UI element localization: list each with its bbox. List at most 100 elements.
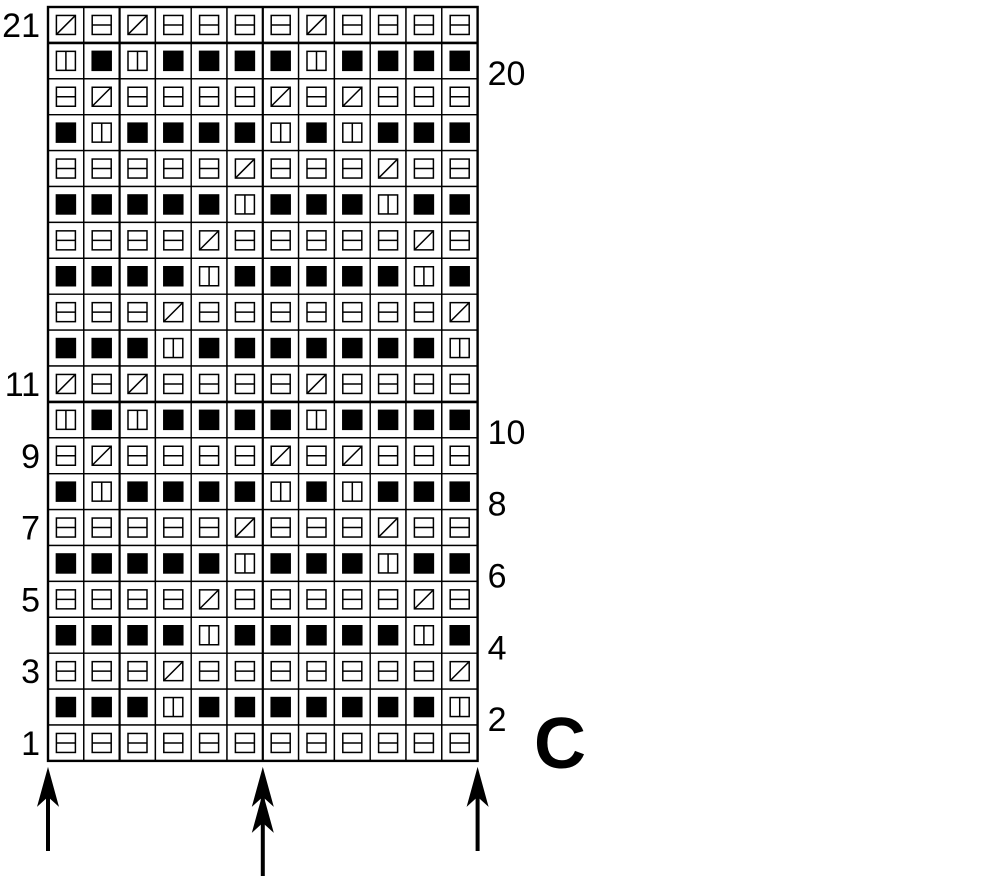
- horizontal-bar-symbol: [441, 437, 479, 475]
- horizontal-bar-symbol: [118, 293, 157, 331]
- solid-black-symbol: [154, 113, 192, 152]
- solid-black-symbol: [118, 257, 157, 295]
- horizontal-bar-symbol: [441, 221, 479, 259]
- horizontal-bar-symbol: [262, 652, 300, 690]
- left-row-label: 1: [21, 725, 40, 763]
- diagonal-symbol: [333, 78, 371, 116]
- solid-black-symbol: [226, 401, 264, 439]
- horizontal-bar-symbol: [297, 221, 336, 259]
- solid-black-symbol: [405, 329, 443, 367]
- solid-black-symbol: [154, 185, 192, 224]
- solid-black-symbol: [47, 257, 85, 295]
- solid-black-symbol: [333, 329, 371, 367]
- left-row-label: 7: [21, 510, 40, 548]
- solid-black-symbol: [118, 329, 157, 367]
- solid-black-symbol: [83, 42, 121, 80]
- solid-black-symbol: [297, 185, 336, 224]
- solid-black-symbol: [154, 401, 192, 439]
- horizontal-bar-symbol: [47, 580, 85, 619]
- vertical-bar-symbol: [118, 42, 157, 80]
- horizontal-bar-symbol: [262, 724, 300, 762]
- horizontal-bar-symbol: [226, 724, 264, 762]
- horizontal-bar-symbol: [262, 6, 300, 44]
- solid-black-symbol: [190, 329, 228, 367]
- horizontal-bar-symbol: [118, 580, 157, 619]
- diagonal-symbol: [154, 293, 192, 331]
- solid-black-symbol: [333, 257, 371, 295]
- horizontal-bar-symbol: [83, 508, 121, 547]
- vertical-bar-symbol: [190, 257, 228, 295]
- horizontal-bar-symbol: [154, 149, 192, 188]
- horizontal-bar-symbol: [297, 652, 336, 690]
- horizontal-bar-symbol: [83, 6, 121, 44]
- horizontal-bar-symbol: [441, 149, 479, 188]
- horizontal-bar-symbol: [297, 508, 336, 547]
- solid-black-symbol: [262, 329, 300, 367]
- horizontal-bar-symbol: [47, 508, 85, 547]
- horizontal-bar-symbol: [190, 508, 228, 547]
- vertical-bar-symbol: [333, 113, 371, 152]
- left-row-label: 11: [5, 366, 40, 404]
- horizontal-bar-symbol: [405, 149, 443, 188]
- solid-black-symbol: [190, 544, 228, 583]
- horizontal-bar-symbol: [154, 365, 192, 403]
- solid-black-symbol: [154, 42, 192, 80]
- right-row-label: 10: [488, 414, 526, 452]
- left-row-label: 5: [21, 581, 40, 619]
- solid-black-symbol: [369, 401, 407, 439]
- horizontal-bar-symbol: [190, 293, 228, 331]
- horizontal-bar-symbol: [369, 293, 407, 331]
- solid-black-symbol: [262, 401, 300, 439]
- diagonal-symbol: [226, 508, 264, 547]
- horizontal-bar-symbol: [226, 437, 264, 475]
- solid-black-symbol: [83, 688, 121, 726]
- horizontal-bar-symbol: [47, 724, 85, 762]
- diagonal-symbol: [118, 6, 157, 44]
- solid-black-symbol: [441, 616, 479, 654]
- vertical-bar-symbol: [369, 544, 407, 583]
- diagonal-symbol: [441, 652, 479, 690]
- horizontal-bar-symbol: [47, 293, 85, 331]
- horizontal-bar-symbol: [441, 508, 479, 547]
- arrow-up-icon: [466, 766, 489, 851]
- solid-black-symbol: [118, 616, 157, 654]
- horizontal-bar-symbol: [118, 78, 157, 116]
- solid-black-symbol: [297, 616, 336, 654]
- solid-black-symbol: [297, 473, 336, 511]
- solid-black-symbol: [441, 544, 479, 583]
- diagonal-symbol: [83, 437, 121, 475]
- horizontal-bar-symbol: [333, 149, 371, 188]
- right-row-label: 8: [488, 486, 507, 524]
- solid-black-symbol: [262, 185, 300, 224]
- solid-black-symbol: [333, 544, 371, 583]
- vertical-bar-symbol: [83, 473, 121, 511]
- solid-black-symbol: [47, 544, 85, 583]
- horizontal-bar-symbol: [405, 508, 443, 547]
- horizontal-bar-symbol: [47, 437, 85, 475]
- horizontal-bar-symbol: [333, 6, 371, 44]
- horizontal-bar-symbol: [333, 221, 371, 259]
- vertical-bar-symbol: [47, 401, 85, 439]
- solid-black-symbol: [333, 616, 371, 654]
- horizontal-bar-symbol: [154, 78, 192, 116]
- solid-black-symbol: [369, 42, 407, 80]
- horizontal-bar-symbol: [47, 149, 85, 188]
- horizontal-bar-symbol: [333, 293, 371, 331]
- horizontal-bar-symbol: [190, 6, 228, 44]
- solid-black-symbol: [83, 185, 121, 224]
- left-row-label: 21: [2, 7, 40, 45]
- horizontal-bar-symbol: [262, 149, 300, 188]
- solid-black-symbol: [333, 185, 371, 224]
- diagonal-symbol: [441, 293, 479, 331]
- horizontal-bar-symbol: [226, 652, 264, 690]
- horizontal-bar-symbol: [154, 724, 192, 762]
- solid-black-symbol: [47, 473, 85, 511]
- horizontal-bar-symbol: [297, 437, 336, 475]
- solid-black-symbol: [190, 401, 228, 439]
- horizontal-bar-symbol: [83, 293, 121, 331]
- right-row-label: 20: [488, 55, 526, 93]
- right-row-label: 4: [488, 629, 507, 667]
- diagonal-symbol: [226, 149, 264, 188]
